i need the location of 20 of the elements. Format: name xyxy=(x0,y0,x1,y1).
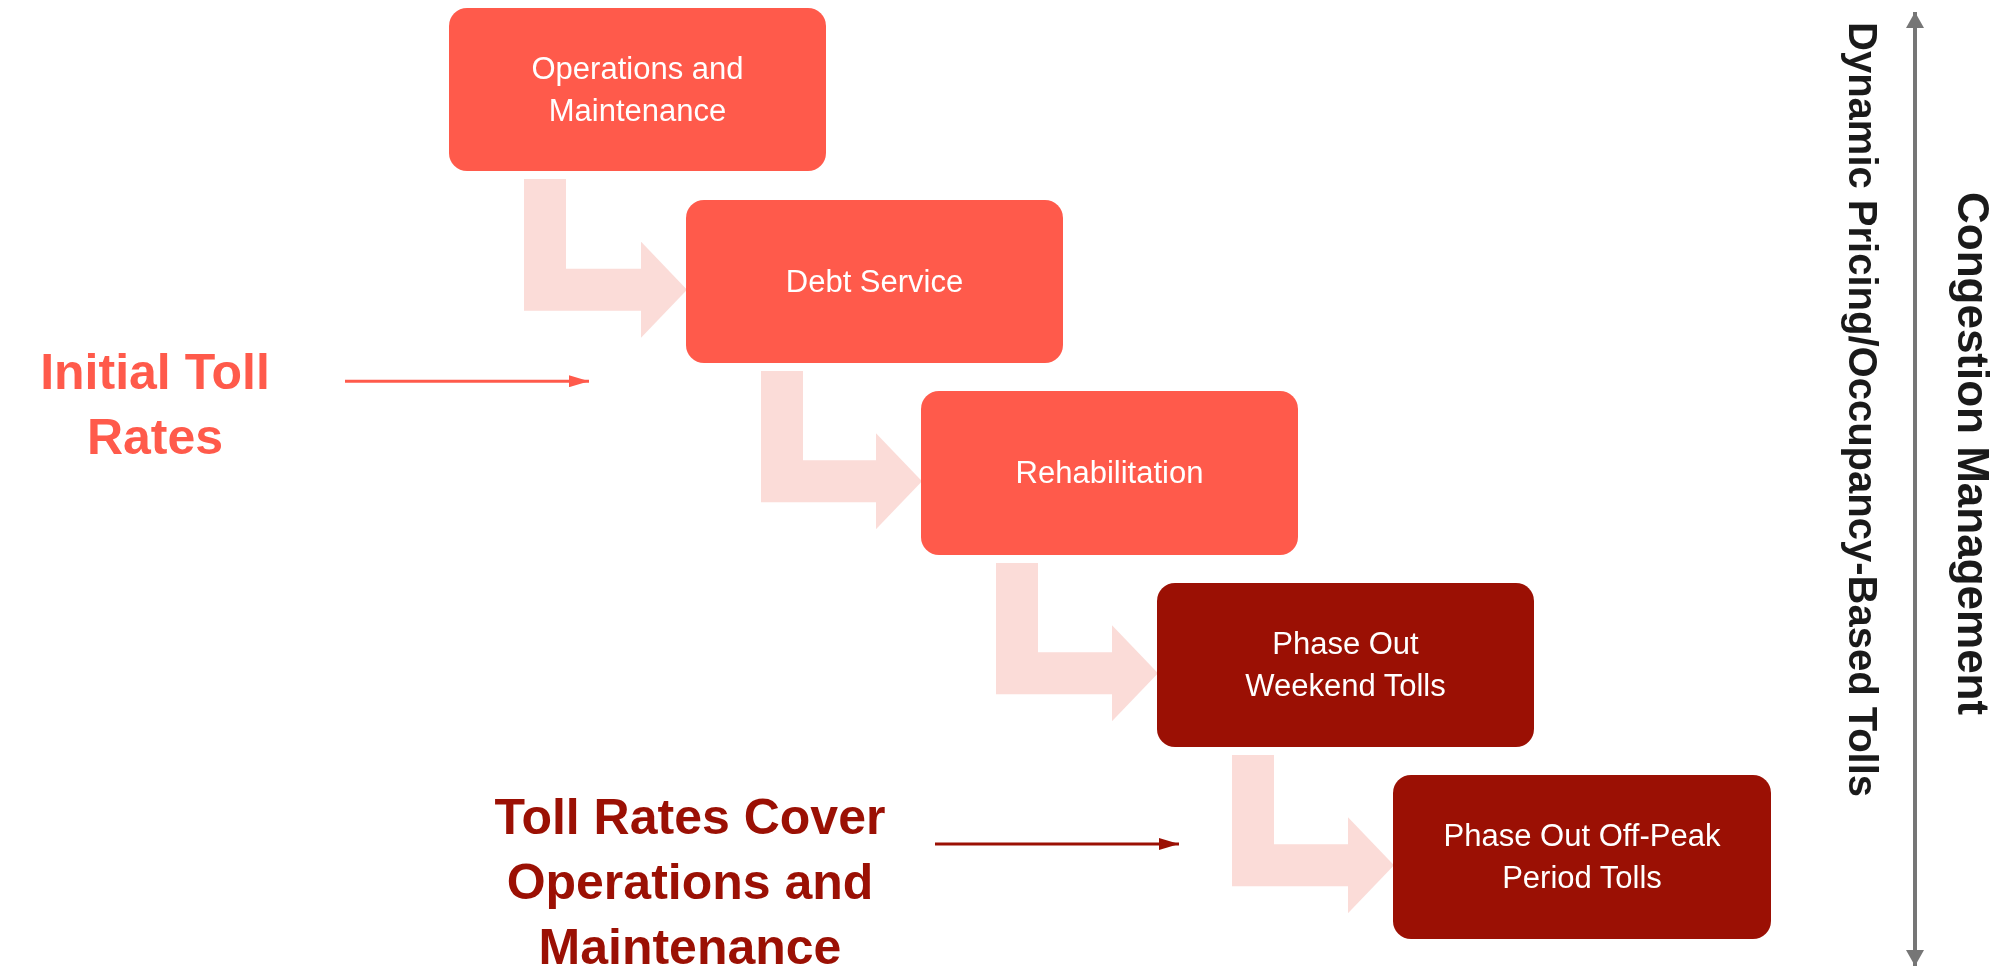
process-box xyxy=(1393,775,1771,939)
callout-text: Toll Rates Cover Operations and Maintenance xyxy=(493,788,887,974)
callout-text: Initial Toll Rates xyxy=(39,343,271,467)
box-label: Debt Service xyxy=(785,262,964,301)
process-box xyxy=(449,8,826,171)
arrow xyxy=(935,838,1179,850)
vertical-label: Congestion Management xyxy=(1948,192,1998,716)
box-label: Phase Out Off-Peak Period Tolls xyxy=(1442,817,1722,897)
bent-arrow xyxy=(761,371,922,530)
process-box xyxy=(686,200,1063,363)
bent-arrow xyxy=(1232,755,1394,914)
bent-arrow xyxy=(524,179,687,338)
box-label: Rehabilitation xyxy=(1015,454,1204,493)
process-box xyxy=(921,391,1298,555)
arrow xyxy=(345,375,589,388)
process-box xyxy=(1157,583,1534,747)
box-label: Phase Out Weekend Tolls xyxy=(1244,625,1447,705)
box-label: Operations and Maintenance xyxy=(530,49,745,130)
vertical-label: Dynamic Pricing/Occupancy-Based Tolls xyxy=(1840,22,1885,798)
bent-arrow xyxy=(996,563,1158,722)
